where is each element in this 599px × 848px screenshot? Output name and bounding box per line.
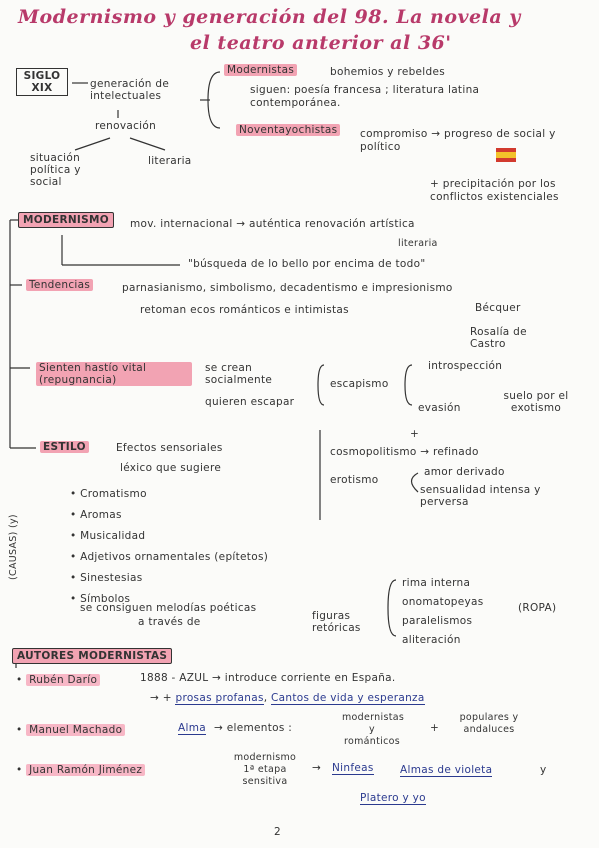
prosas-profanas: prosas profanas: [175, 692, 264, 705]
tendencias-text: parnasianismo, simbolismo, decadentismo …: [122, 282, 453, 294]
becquer-text: Bécquer: [475, 302, 521, 314]
suelo-text: suelo por el exotismo: [503, 390, 569, 414]
amor-deriva-text: amor derivado: [424, 466, 505, 478]
bullet-item: • Adjetivos ornamentales (epítetos): [70, 551, 269, 563]
renovacion-text: renovación: [95, 120, 157, 132]
manuel-row: • Manuel Machado: [16, 724, 126, 736]
cantos-de-vida: Cantos de vida y esperanza: [271, 692, 425, 705]
manuel-name: Manuel Machado: [26, 724, 126, 736]
figura-item: onomatopeyas: [402, 596, 484, 608]
almas-violeta-title: Almas de violeta: [400, 764, 493, 777]
modernismo-box: MODERNISMO: [18, 212, 114, 228]
causas-label: (CAUSAS) (y): [8, 514, 19, 580]
bullet-item: • Sinestesias: [70, 572, 143, 584]
introspeccion-text: introspección: [428, 360, 503, 372]
precipitacion-text: + precipitación por los conflictos exist…: [430, 178, 559, 203]
bohemios-text: bohemios y rebeldes: [330, 66, 446, 78]
tendencias-label: Tendencias: [26, 279, 94, 291]
ninfeas-title: Ninfeas: [332, 762, 374, 775]
evasion-text: evasión: [418, 402, 461, 414]
juanramon-row: • Juan Ramón Jiménez: [16, 764, 146, 776]
literaria-2-text: literaria: [398, 238, 438, 249]
a-traves-text: a través de: [138, 616, 201, 628]
sienten-label: Sienten hastío vital (repugnancia): [36, 362, 192, 386]
modernismo-etapa-text: modernismo 1ª etapa sensitiva: [233, 752, 297, 787]
figuras-text: figuras retóricas: [312, 610, 361, 634]
modernistas-romanticos-text: modernistas y románticos: [342, 712, 405, 747]
conj-y: y: [540, 764, 547, 776]
generacion-text: generación de intelectuales: [90, 78, 170, 102]
siguen-text: siguen: poesía francesa ; literatura lat…: [250, 84, 480, 109]
estilo-label: ESTILO: [40, 441, 89, 453]
figura-item: aliteración: [402, 634, 461, 646]
siglo-box: SIGLO XIX: [16, 68, 68, 96]
estilo-bullet-list: • Cromatismo • Aromas • Musicalidad • Ad…: [70, 484, 268, 610]
bullet-item: • Aromas: [70, 509, 122, 521]
situacion-text: situación política y social: [30, 152, 81, 188]
populares-text: populares y andaluces: [459, 712, 519, 735]
juanramon-name: Juan Ramón Jiménez: [26, 764, 146, 776]
noventayochistas-label: Noventayochistas: [236, 124, 341, 136]
mov-internacional-text: mov. internacional → auténtica renovació…: [130, 218, 415, 230]
page-title-line-2: el teatro anterior al 36': [190, 32, 452, 54]
sensualidad-text: sensualidad intensa y perversa: [420, 484, 541, 508]
cosmopolitismo-text: cosmopolitismo → refinado: [330, 446, 479, 458]
escapismo-text: escapismo: [330, 378, 389, 390]
lexico-text: léxico que sugiere: [120, 462, 222, 474]
literaria-text: literaria: [148, 155, 192, 167]
figuras-list: rima interna onomatopeyas paralelismos a…: [402, 574, 484, 650]
page-number: 2: [274, 826, 281, 838]
rosalia-text: Rosalía de Castro: [470, 326, 527, 350]
ruben-line-2: → + prosas profanas, Cantos de vida y es…: [150, 692, 425, 705]
ruben-line-1: 1888 - AZUL → introduce corriente en Esp…: [140, 672, 396, 684]
figura-item: rima interna: [402, 577, 471, 589]
autores-label: AUTORES MODERNISTAS: [12, 648, 173, 664]
ruben-name: Rubén Darío: [26, 674, 101, 686]
alma-title: Alma: [178, 722, 206, 735]
bullet-item: • Musicalidad: [70, 530, 146, 542]
modernistas-label: Modernistas: [224, 64, 298, 76]
plus-sign-2: +: [430, 722, 440, 734]
spain-flag-icon: [496, 148, 516, 162]
se-consiguen-text: se consiguen melodías poéticas: [80, 602, 257, 614]
figura-item: paralelismos: [402, 615, 473, 627]
platero-title: Platero y yo: [360, 792, 426, 805]
page-title-line-1: Modernismo y generación del 98. La novel…: [18, 6, 521, 28]
ruben-row: • Rubén Darío: [16, 674, 101, 686]
bullet-item: • Cromatismo: [70, 488, 147, 500]
bullet-item: • Símbolos: [70, 593, 131, 605]
retoman-text: retoman ecos románticos e intimistas: [140, 304, 349, 316]
se-crean-text: se crean socialmente: [205, 362, 273, 386]
busqueda-text: "búsqueda de lo bello por encima de todo…: [188, 258, 426, 270]
efectos-text: Efectos sensoriales: [116, 442, 223, 454]
plus-sign: +: [410, 428, 420, 440]
compromiso-text: compromiso → progreso de social y políti…: [360, 128, 556, 153]
erotismo-text: erotismo: [330, 474, 379, 486]
quieren-escapar-text: quieren escapar: [205, 396, 295, 408]
ropa-text: (ROPA): [518, 602, 557, 614]
elementos-text: → elementos :: [214, 722, 293, 734]
arrow: →: [312, 762, 322, 774]
